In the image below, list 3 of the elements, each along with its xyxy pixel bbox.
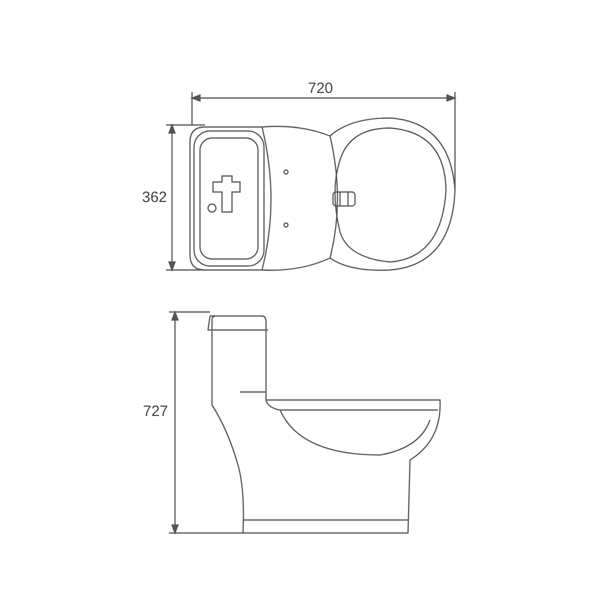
dimension-value: 727: [141, 404, 170, 419]
dimension-value: 720: [306, 81, 336, 96]
dimension-value: 362: [140, 190, 170, 205]
